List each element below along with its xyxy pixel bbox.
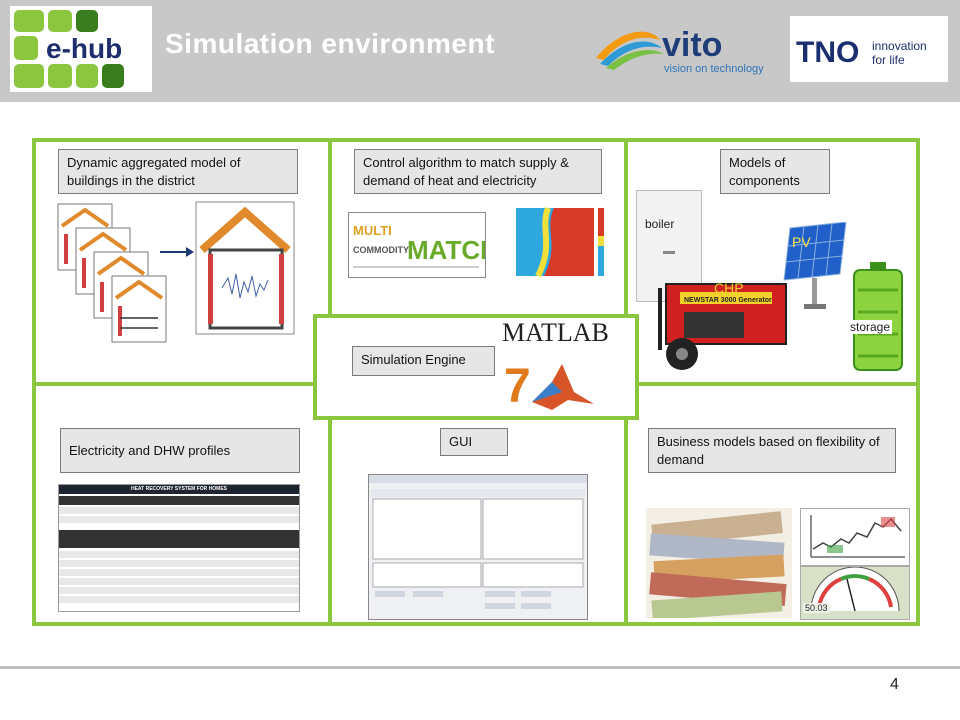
matlab-wordmark: MATLAB	[502, 318, 609, 347]
house-models-illustration	[50, 198, 330, 378]
page-title: Simulation environment	[165, 28, 495, 59]
svg-text:for life: for life	[872, 53, 905, 67]
frequency-gauge-image: 50.03	[800, 566, 910, 620]
gauge-readout: 50.03	[803, 603, 830, 613]
footer-divider	[0, 666, 960, 669]
matlab-icon: 7	[502, 352, 598, 414]
engine-label: Simulation Engine	[352, 346, 495, 376]
page-number: 4	[890, 676, 899, 693]
chp-caption: CHP	[714, 280, 744, 296]
chp-generator-image: NEWSTAR 3000 Generator CHP	[654, 270, 794, 374]
profiles-table-title: HEAT RECOVERY SYSTEM FOR HOMES	[59, 485, 299, 494]
storage-caption: storage	[848, 320, 893, 334]
profiles-label: Electricity and DHW profiles	[60, 428, 300, 473]
pv-caption: PV	[792, 234, 811, 250]
components-label: Models of components	[720, 149, 830, 194]
matcher-commodity: COMMODITY	[353, 245, 409, 255]
tno-logo: TNO innovation for life	[790, 16, 948, 82]
svg-text:vito: vito	[662, 26, 722, 64]
demand-chart-image	[800, 508, 910, 566]
generator-brand: NEWSTAR 3000 Generator	[684, 297, 772, 304]
heatmap-plot-icon	[504, 200, 614, 290]
e-hub-logo: e-hub	[10, 6, 152, 92]
storage-battery-image: storage	[848, 262, 908, 372]
svg-text:innovation: innovation	[872, 39, 927, 53]
profiles-table-image: HEAT RECOVERY SYSTEM FOR HOMES	[58, 484, 300, 612]
gui-label: GUI	[440, 428, 508, 456]
pv-panel-image: PV	[780, 221, 850, 312]
buildings-label: Dynamic aggregated model of buildings in…	[58, 149, 298, 194]
vito-logo: vito vision on technology	[590, 18, 795, 76]
tno-name: TNO	[796, 36, 859, 69]
business-label: Business models based on flexibility of …	[648, 428, 896, 473]
svg-text:7: 7	[504, 360, 531, 413]
control-label: Control algorithm to match supply & dema…	[354, 149, 602, 194]
commodity-matcher-logo: MULTI COMMODITY MATCHER	[348, 212, 535, 278]
matcher-multi: MULTI	[353, 223, 392, 238]
boiler-caption: boiler	[645, 217, 675, 231]
vito-tagline: vision on technology	[664, 63, 764, 75]
logo-text: e-hub	[46, 33, 122, 64]
euro-banknotes-image	[646, 508, 792, 621]
gui-screenshot-image	[368, 474, 588, 620]
matcher-word: MATCHER	[407, 235, 485, 265]
